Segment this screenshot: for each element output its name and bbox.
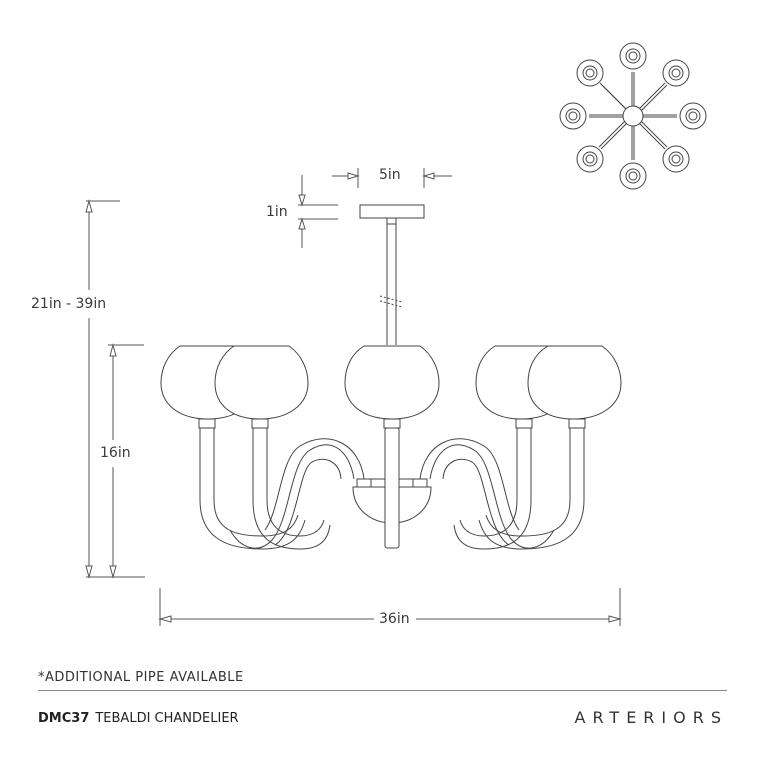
- top-view-diagram: [559, 42, 707, 190]
- product-title: DMC37 TEBALDI CHANDELIER: [38, 711, 239, 726]
- overall-width-label: 36in: [377, 611, 412, 627]
- overall-height-label: 21in - 39in: [29, 296, 109, 312]
- front-elevation-diagram: [160, 204, 622, 550]
- divider: [38, 690, 727, 691]
- additional-pipe-note: *ADDITIONAL PIPE AVAILABLE: [38, 670, 244, 685]
- product-name: TEBALDI CHANDELIER: [95, 711, 239, 726]
- sku-code: DMC37: [38, 711, 90, 726]
- brand-logo: ARTERIORS: [574, 708, 728, 727]
- dimension-lines: [85, 168, 622, 626]
- canopy-height-label: 1in: [264, 204, 290, 220]
- canopy-width-label: 5in: [377, 167, 403, 183]
- body-height-label: 16in: [98, 445, 133, 461]
